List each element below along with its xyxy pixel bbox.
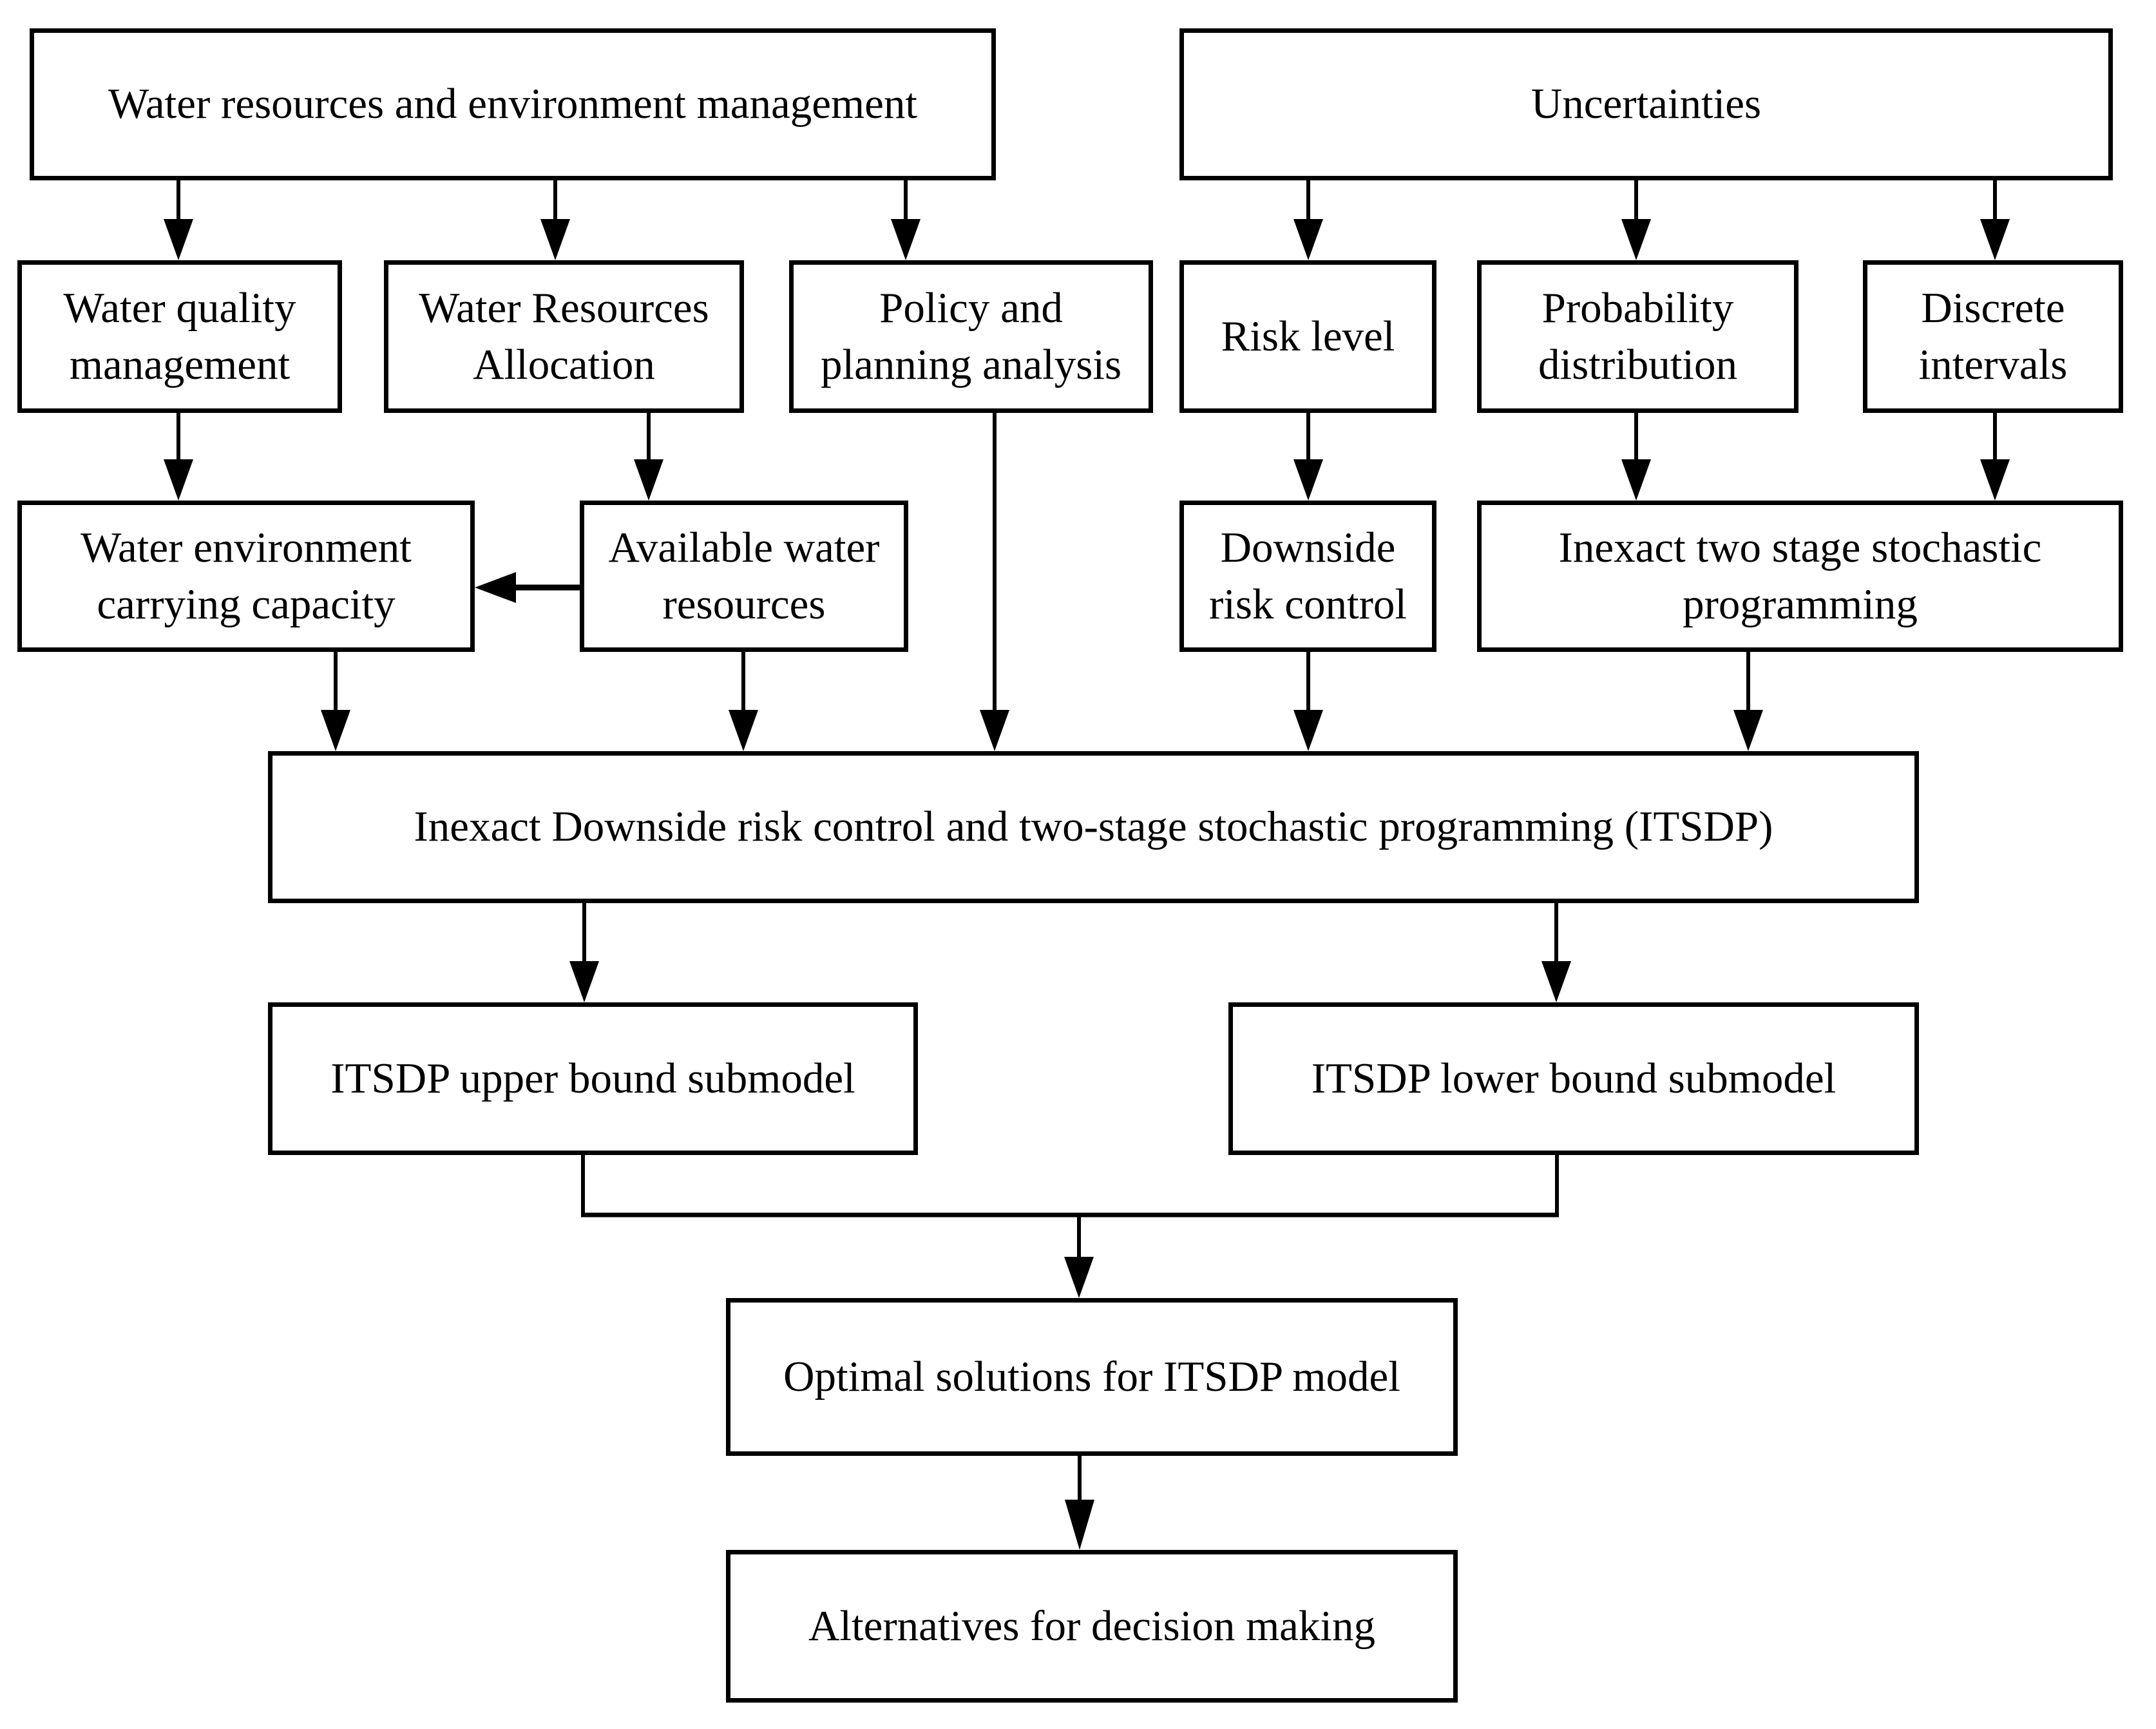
- arrow-merge-to-optimal-solutions: [1064, 1215, 1094, 1298]
- arrow-risk-level-to-downside-risk-control: [1293, 413, 1323, 501]
- arrow-uncertainties-to-risk-level: [1293, 180, 1323, 260]
- box-water-resources-env-mgmt: Water resources and environment manageme…: [30, 28, 996, 180]
- arrow-policy-planning-analysis-to-itsdp: [980, 413, 1009, 751]
- arrow-discrete-intervals-to-inexact-two-stage: [1980, 413, 2010, 501]
- arrow-itsdp-to-upper-submodel: [569, 903, 599, 1002]
- arrow-downside-risk-control-to-itsdp: [1293, 652, 1323, 751]
- box-policy-planning-analysis: Policy and planning analysis: [789, 260, 1153, 413]
- box-itsdp-lower-submodel: ITSDP lower bound submodel: [1228, 1002, 1919, 1155]
- box-risk-level: Risk level: [1179, 260, 1436, 413]
- box-water-quality-mgmt: Water quality management: [17, 260, 342, 413]
- box-itsdp: Inexact Downside risk control and two-st…: [268, 751, 1919, 903]
- box-inexact-two-stage: Inexact two stage stochastic programming: [1477, 501, 2123, 652]
- arrow-itsdp-to-lower-submodel: [1541, 903, 1571, 1002]
- box-available-water-resources: Available water resources: [580, 501, 908, 652]
- box-uncertainties: Uncertainties: [1179, 28, 2113, 180]
- box-itsdp-upper-submodel: ITSDP upper bound submodel: [268, 1002, 918, 1155]
- arrow-available-water-resources-to-water-env-carrying-capacity: [475, 572, 580, 603]
- arrow-probability-distribution-to-inexact-two-stage: [1621, 413, 1651, 501]
- box-downside-risk-control: Downside risk control: [1179, 501, 1436, 652]
- arrow-uncertainties-to-probability-distribution: [1621, 180, 1651, 260]
- box-water-resources-allocation: Water Resources Allocation: [384, 260, 744, 413]
- merge-connector-submodels: [581, 1154, 1559, 1218]
- box-alternatives-decision-making: Alternatives for decision making: [726, 1550, 1458, 1703]
- box-discrete-intervals: Discrete intervals: [1863, 260, 2123, 413]
- arrow-uncertainties-to-discrete-intervals: [1980, 180, 2010, 260]
- arrow-available-water-resources-to-itsdp: [729, 652, 758, 751]
- box-optimal-solutions: Optimal solutions for ITSDP model: [726, 1298, 1458, 1456]
- arrow-water-resources-allocation-to-available-water-resources: [634, 413, 663, 501]
- box-water-env-carrying-capacity: Water environment carrying capacity: [17, 501, 475, 652]
- arrow-inexact-two-stage-to-itsdp: [1733, 652, 1763, 751]
- arrow-wrem-to-water-quality-mgmt: [164, 180, 193, 260]
- box-probability-distribution: Probability distribution: [1477, 260, 1798, 413]
- arrow-wrem-to-policy-planning-analysis: [891, 180, 921, 260]
- arrow-optimal-solutions-to-alternatives: [1065, 1456, 1094, 1550]
- arrow-wrem-to-water-resources-allocation: [540, 180, 570, 260]
- arrow-water-env-carrying-capacity-to-itsdp: [321, 652, 350, 751]
- arrow-water-quality-mgmt-to-water-env-carrying-capacity: [164, 413, 193, 501]
